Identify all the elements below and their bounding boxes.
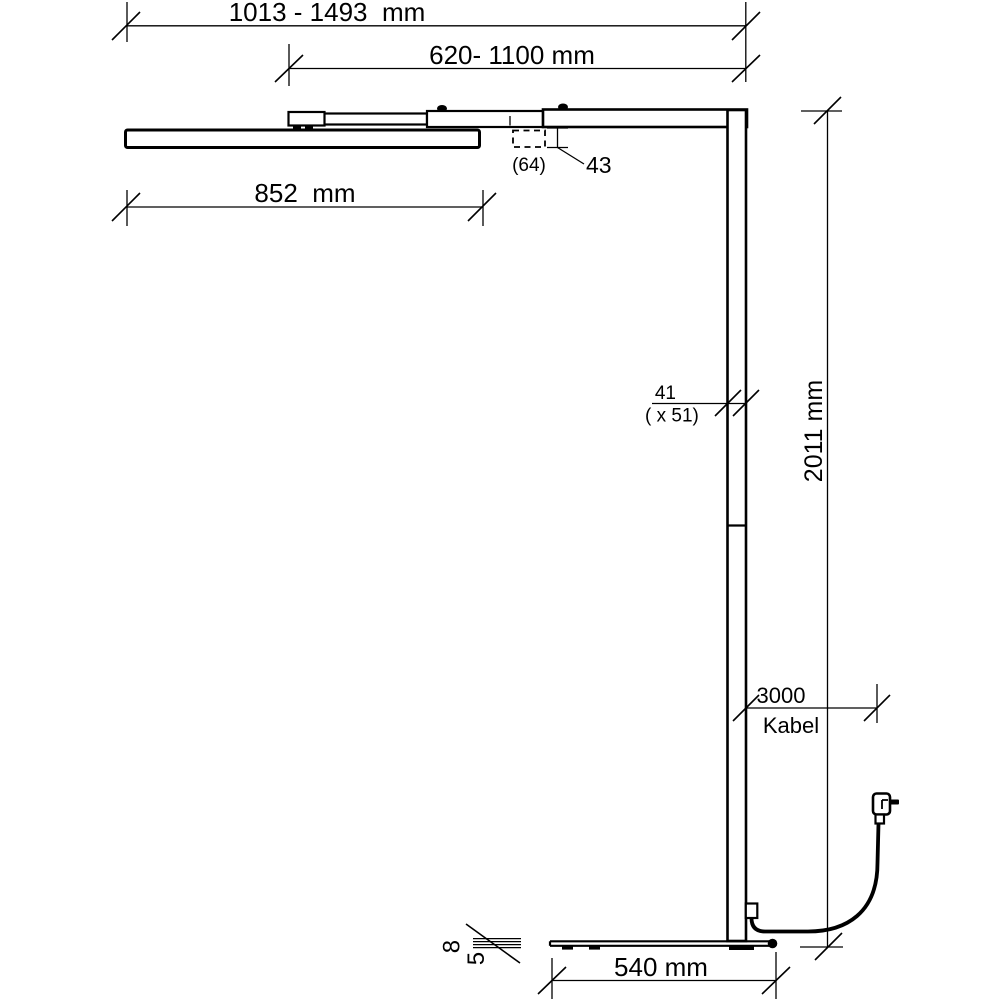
dim-base-length-label: 540 mm xyxy=(614,952,708,982)
arm-segment-middle xyxy=(425,109,545,129)
dim-cable-length-label: 3000 xyxy=(757,683,806,708)
hidden-profile-box xyxy=(512,129,546,148)
arm-screw-dot xyxy=(558,103,568,111)
dim-pole-section-label: ( x 51) xyxy=(645,406,699,427)
cable-outlet-box xyxy=(744,902,759,920)
base-plate-end-dot xyxy=(767,938,778,949)
dim-reach-range-label: 1013 - 1493 mm xyxy=(229,0,426,27)
lamp-arm-assembly xyxy=(124,103,749,149)
base-plate xyxy=(548,938,778,950)
arm-segment-outer xyxy=(541,108,749,129)
dim-head-inset-label: (64) xyxy=(512,155,546,176)
power-cable xyxy=(744,792,899,934)
dim-pole-section: 41 ( x 51) xyxy=(645,383,760,427)
dim-cable-length: 3000 Kabel xyxy=(732,683,891,738)
dim-head-height-label: 43 xyxy=(586,152,612,178)
dim-arm-range: 620- 1100 mm xyxy=(274,40,761,86)
dim-head-detail: (64) 43 xyxy=(512,127,612,178)
arm-screw-dot xyxy=(437,105,447,112)
dim-base-total-height-label: 8 xyxy=(439,940,466,953)
base-foot xyxy=(729,945,754,950)
head-mount-box xyxy=(287,110,326,127)
dim-reach-range: 1013 - 1493 mm xyxy=(111,0,761,82)
head-mount-foot xyxy=(293,125,301,130)
base-foot xyxy=(589,945,600,950)
dim-pole-depth-label: 41 xyxy=(655,383,676,404)
dim-base-plate-thickness-label: 5 xyxy=(463,952,490,965)
arm-segment-inner xyxy=(321,112,429,126)
dim-head-length-label: 852 mm xyxy=(254,178,355,208)
dim-total-height-label: 2011 mm xyxy=(800,380,828,482)
dim-total-height: 2011 mm xyxy=(800,96,843,961)
lamp-pole xyxy=(726,108,748,943)
head-mount-foot xyxy=(305,125,313,130)
power-plug-icon xyxy=(871,792,899,825)
dim-arm-range-label: 620- 1100 mm xyxy=(429,40,595,70)
cable-curve xyxy=(749,823,881,934)
base-foot xyxy=(562,945,573,950)
dim-base-thickness: 8 5 xyxy=(439,923,521,965)
lamp-head-panel xyxy=(124,128,481,149)
dim-cable-word-label: Kabel xyxy=(763,713,819,738)
dim-base-length: 540 mm xyxy=(537,952,791,999)
dim-head-length: 852 mm xyxy=(111,178,497,226)
